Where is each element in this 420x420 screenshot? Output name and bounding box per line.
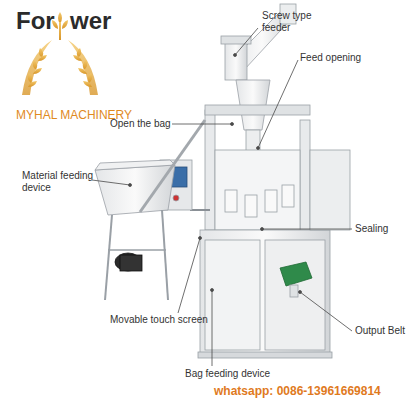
part-label: Material feeding device xyxy=(22,170,94,194)
part-label: Screw type feeder xyxy=(262,10,318,34)
part-label: Movable touch screen xyxy=(110,314,230,326)
part-label: Feed opening xyxy=(300,52,390,64)
logo-text: wer xyxy=(70,6,130,35)
part-label: Open the bag xyxy=(110,118,180,130)
leader-lines xyxy=(92,28,352,366)
part-label: Bag feeding device xyxy=(185,368,295,380)
part-label: Output Belt xyxy=(355,325,417,337)
logo-text: For xyxy=(16,6,64,35)
watermark: whatsapp: 0086-13961669814 xyxy=(214,384,419,398)
part-label: Sealing xyxy=(355,223,415,235)
